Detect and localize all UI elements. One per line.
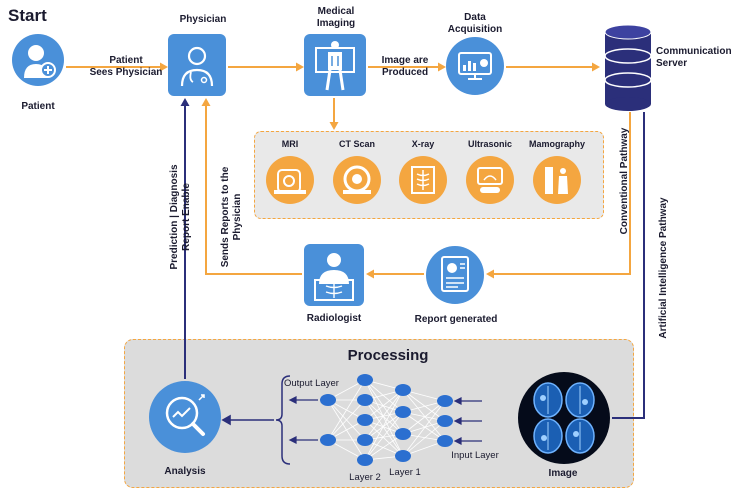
nn-layer1-node (395, 406, 411, 418)
nn-layer2-node (357, 374, 373, 386)
patient-icon (24, 45, 56, 78)
output-layer-label: Output Layer (284, 378, 339, 389)
nn-layer2-node (357, 454, 373, 466)
analysis-node[interactable] (149, 381, 221, 453)
edge-radiologist-physician (205, 104, 302, 275)
nn-output-node (320, 394, 336, 406)
report-icon (441, 256, 469, 292)
report-generated-label: Report generated (414, 314, 498, 325)
nn-layer2-node (357, 434, 373, 446)
modality-label-mamography: Mamography (528, 139, 585, 149)
layer1-label: Layer 1 (389, 467, 421, 478)
data-acquisition-node[interactable] (446, 37, 504, 95)
image-node[interactable] (518, 372, 610, 464)
communication-server-label: Communication Server (656, 46, 732, 69)
start-label: Start (8, 6, 47, 25)
nn-input-node (437, 415, 453, 427)
edge-label-prediction: Prediction | Diagnosis Report Enable (169, 164, 192, 270)
physician-icon (180, 46, 214, 87)
edge-label-sends-reports: Sends Reports to the Physician (220, 166, 243, 268)
monitor-chart-icon (458, 52, 492, 80)
processing-title: Processing (347, 347, 429, 364)
input-layer-label: Input Layer (451, 450, 499, 461)
ct-scan-icon[interactable] (333, 156, 381, 204)
patient-node[interactable] (12, 34, 64, 86)
nn-layer2-node (357, 414, 373, 426)
nn-output-node (320, 434, 336, 446)
modality-label-mri: MRI (281, 139, 299, 149)
edge-label-ai-pathway: Artificial Intelligence Pathway (658, 197, 669, 339)
nn-layer1-node (395, 450, 411, 462)
modality-label-xray: X-ray (411, 139, 435, 149)
data-acquisition-label: Data Acquisition (447, 12, 503, 35)
xray-icon[interactable] (399, 156, 447, 204)
edge-server-report (492, 112, 631, 275)
nn-input-node (437, 435, 453, 447)
patient-label: Patient (21, 101, 55, 112)
edge-server-ai (612, 112, 645, 419)
nn-layer1-node (395, 428, 411, 440)
radiologist-icon (314, 253, 354, 301)
mamography-icon[interactable] (533, 156, 581, 204)
database-icon[interactable] (600, 24, 660, 114)
modality-label-ultrasonic: Ultrasonic (467, 139, 512, 149)
xray-body-icon (315, 41, 355, 91)
brace (275, 375, 291, 465)
medical-imaging-node[interactable] (304, 34, 366, 96)
radiologist-label: Radiologist (306, 313, 362, 324)
magnifier-analysis-icon (165, 394, 205, 436)
nn-layer1-node (395, 384, 411, 396)
modality-label-ct: CT Scan (338, 139, 375, 149)
radiologist-node[interactable] (304, 244, 364, 306)
brain-scan-icon (533, 382, 595, 454)
analysis-label: Analysis (164, 466, 206, 477)
nn-layer2-node (357, 394, 373, 406)
nn-input-node (437, 395, 453, 407)
physician-label: Physician (179, 14, 227, 25)
ultrasonic-icon[interactable] (466, 156, 514, 204)
edge-label-conventional: Conventional Pathway (619, 127, 630, 235)
report-generated-node[interactable] (426, 246, 484, 304)
medical-imaging-label: Medical Imaging (316, 6, 356, 29)
layer2-label: Layer 2 (349, 472, 381, 483)
physician-node[interactable] (168, 34, 226, 96)
edge-label-patient-sees-physician: Patient Sees Physician (89, 55, 163, 78)
edge-label-image-produced: Image are Produced (381, 55, 429, 78)
image-label: Image (548, 468, 578, 479)
mri-icon[interactable] (266, 156, 314, 204)
